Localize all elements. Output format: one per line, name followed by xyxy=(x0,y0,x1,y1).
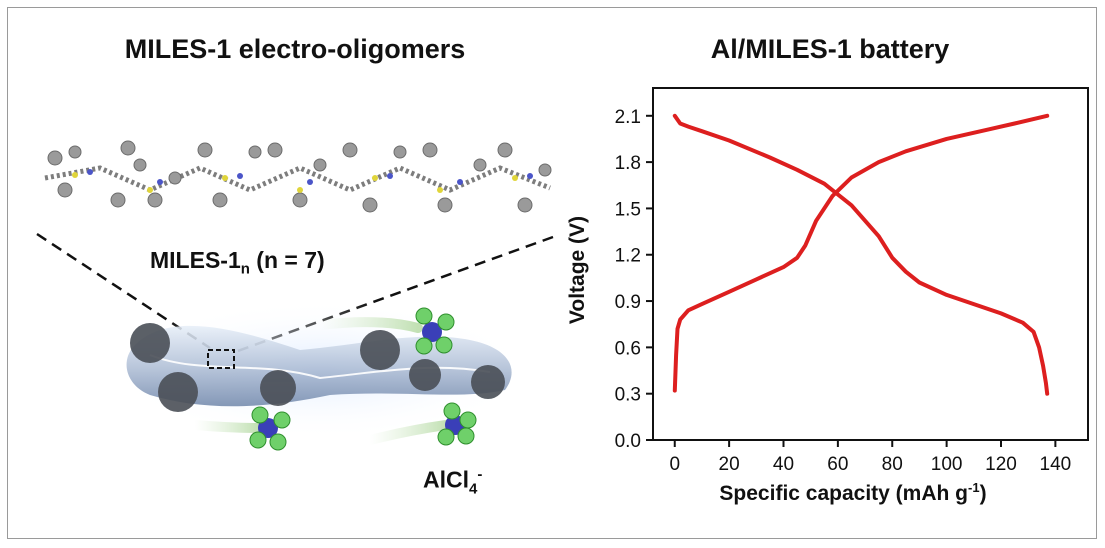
oligomer-tube xyxy=(126,323,512,412)
x-tick-label: 60 xyxy=(827,454,848,475)
series-line-2 xyxy=(672,113,1050,396)
x-tick-label: 40 xyxy=(773,454,794,475)
molecular-chain xyxy=(44,140,552,213)
y-tick-label: 0.6 xyxy=(615,338,641,359)
ion-label: AlCl4- xyxy=(423,466,483,498)
chart-axes xyxy=(652,87,1089,441)
x-tick-label: 0 xyxy=(669,454,680,475)
plot-frame xyxy=(652,87,1089,441)
y-tick-label: 1.8 xyxy=(615,153,641,174)
x-tick-label: 20 xyxy=(719,454,740,475)
x-tick-label: 140 xyxy=(1040,454,1072,475)
y-tick-label: 2.1 xyxy=(615,107,641,128)
y-axis-label: Voltage (V) xyxy=(566,215,589,325)
y-tick-label: 0.3 xyxy=(615,385,641,406)
oligomer-label: MILES-1n (n = 7) xyxy=(150,247,325,278)
series-line-1 xyxy=(672,113,1050,393)
x-axis-label: Specific capacity (mAh g-1) xyxy=(719,480,987,505)
y-tick-label: 0.9 xyxy=(615,292,641,313)
ion-bottom-right xyxy=(365,402,477,446)
y-tick-label: 1.5 xyxy=(615,199,641,220)
figure-frame xyxy=(7,7,1097,539)
y-tick-label: 0.0 xyxy=(615,431,641,452)
x-tick-label: 100 xyxy=(931,454,963,475)
y-tick-label: 1.2 xyxy=(615,246,641,267)
ion-bottom-left xyxy=(190,406,291,451)
zoom-line-right xyxy=(234,235,554,354)
chart-ticks: 0 20 40 60 80 100 120 140 0.0 0.3 0.6 0.9 1.2 1.5 1.8 2… xyxy=(615,107,1072,475)
left-panel-title: MILES-1 electro-oligomers xyxy=(124,34,466,64)
x-tick-label: 80 xyxy=(882,454,903,475)
chart-series xyxy=(672,113,1050,396)
x-tick-label: 120 xyxy=(985,454,1017,475)
ion-top xyxy=(315,307,455,355)
chart-title: Al/MILES-1 battery xyxy=(710,34,950,64)
